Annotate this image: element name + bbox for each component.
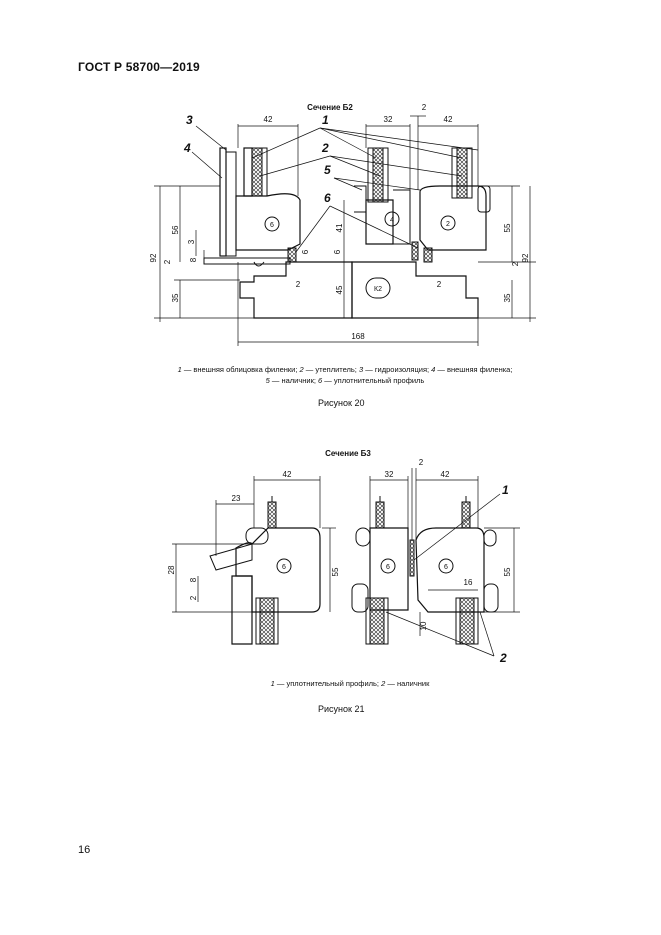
legend-item-text: — наличник; xyxy=(269,376,319,385)
figure-21-caption: Рисунок 21 xyxy=(318,704,365,714)
fig20-circle-4 xyxy=(384,211,400,227)
fig20-callout-4: 4 xyxy=(183,141,191,155)
fig20-callout-3: 3 xyxy=(186,113,193,127)
legend-item-text: — утеплитель; xyxy=(303,365,359,374)
fig20-dim-6b: 6 xyxy=(333,249,342,254)
fig20-dim-35l: 35 xyxy=(171,293,180,302)
fig21-dim-42b: 42 xyxy=(441,470,450,479)
fig21-dim-2top: 2 xyxy=(419,458,424,467)
document-header: ГОСТ Р 58700—2019 xyxy=(78,60,200,74)
fig21-dim-2: 2 xyxy=(189,595,198,600)
legend-item-number: 6 xyxy=(318,376,323,385)
fig20-callout-5: 5 xyxy=(324,163,331,177)
legend-item-number: 3 xyxy=(358,365,364,374)
fig20-dim-35r: 35 xyxy=(503,293,512,302)
legend-item-text: — внешняя облицовка филенки; xyxy=(181,365,300,374)
fig21-dim-28: 28 xyxy=(167,565,176,574)
fig20-dim-42a: 42 xyxy=(264,115,273,124)
fig21-dim-42a: 42 xyxy=(283,470,292,479)
figure-21-legend-line-1: 1 — уплотнительный профиль; 2 — наличник xyxy=(200,678,500,689)
legend-item-number: 5 xyxy=(265,376,270,385)
fig20-label-2: 2 xyxy=(446,221,450,228)
fig20-callout-2: 2 xyxy=(321,141,329,155)
legend-item-number: 2 xyxy=(381,679,386,688)
legend-item-text: — уплотнительный профиль xyxy=(322,376,425,385)
fig20-dim-56: 56 xyxy=(171,225,180,234)
legend-item-number: 1 xyxy=(177,365,182,374)
fig20-dim-2m: 2 xyxy=(296,280,301,289)
fig21-label-a: 6 xyxy=(282,564,286,571)
fig20-dim-92l: 92 xyxy=(149,253,158,262)
legend-item-text: — уплотнительный профиль; xyxy=(274,679,382,688)
figure-21-legend: 1 — уплотнительный профиль; 2 — наличник xyxy=(200,678,500,689)
fig21-label-b: 6 xyxy=(386,564,390,571)
fig20-label-6: 6 xyxy=(270,222,274,229)
legend-item-text: — наличник xyxy=(385,679,430,688)
fig20-dim-168: 168 xyxy=(351,332,365,341)
legend-item-number: 4 xyxy=(431,365,436,374)
fig20-dim-3: 3 xyxy=(187,239,196,244)
fig20-dim-55: 55 xyxy=(503,223,512,232)
fig21-callout-1: 1 xyxy=(502,483,509,497)
figure-20-legend-line-1: 1 — внешняя облицовка филенки; 2 — утепл… xyxy=(140,364,550,375)
fig20-dim-2top: 2 xyxy=(422,103,427,112)
legend-item-number: 1 xyxy=(270,679,275,688)
fig20-label-4: 4 xyxy=(390,217,394,224)
fig20-dim-8: 8 xyxy=(189,257,198,262)
fig20-callout-1: 1 xyxy=(322,113,329,127)
fig21-dim-55b: 55 xyxy=(503,567,512,576)
fig21-dim-8: 8 xyxy=(189,577,198,582)
fig20-section-title: Сечение Б2 xyxy=(307,103,353,112)
figure-20-legend: 1 — внешняя облицовка филенки; 2 — утепл… xyxy=(140,364,550,386)
page-number: 16 xyxy=(78,844,91,856)
fig20-dim-2r: 2 xyxy=(437,280,442,289)
legend-item-text: — гидроизоляция; xyxy=(363,365,432,374)
fig21-dim-10: 10 xyxy=(419,621,428,630)
fig20-dim-32: 32 xyxy=(384,115,393,124)
fig21-dim-55a: 55 xyxy=(331,567,340,576)
fig20-dim-2l: 2 xyxy=(163,259,172,264)
figure-20-legend-line-2: 5 — наличник; 6 — уплотнительный профиль xyxy=(140,375,550,386)
fig20-callout-6: 6 xyxy=(324,191,331,205)
fig21-dim-23: 23 xyxy=(232,494,241,503)
fig21-section-title: Сечение Б3 xyxy=(325,449,371,458)
fig20-circle-2 xyxy=(440,215,456,231)
fig20-dim-92r: 92 xyxy=(521,253,530,262)
fig21-callout-2: 2 xyxy=(499,651,507,665)
fig20-dim-42b: 42 xyxy=(444,115,453,124)
fig21-dim-32: 32 xyxy=(385,470,394,479)
figure-20-caption: Рисунок 20 xyxy=(318,398,365,408)
fig21-dim-16: 16 xyxy=(464,578,473,587)
fig20-dim-45: 45 xyxy=(335,285,344,294)
fig20-circle-6 xyxy=(264,216,280,232)
fig20-label-k2: К2 xyxy=(374,286,382,293)
fig20-dim-2rr: 2 xyxy=(511,261,520,266)
legend-item-text: — внешняя филенка; xyxy=(435,365,513,374)
fig20-dim-6a: 6 xyxy=(301,249,310,254)
fig21-label-c: 6 xyxy=(444,564,448,571)
legend-item-number: 2 xyxy=(299,365,304,374)
fig20-dim-41: 41 xyxy=(335,223,344,232)
